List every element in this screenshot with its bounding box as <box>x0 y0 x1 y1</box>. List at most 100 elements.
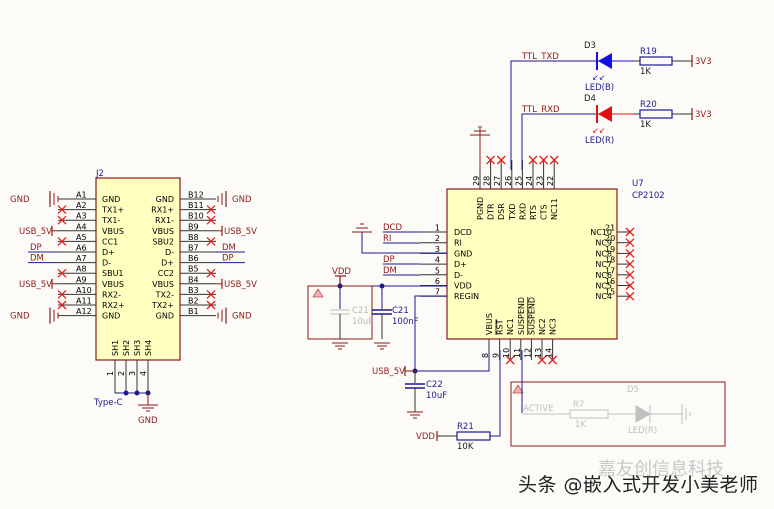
svg-text:NC8: NC8 <box>595 249 612 258</box>
svg-text:A7: A7 <box>76 254 87 263</box>
resistor-r20[interactable]: R20 1K 3V3 <box>634 100 712 130</box>
svg-text:5: 5 <box>435 266 440 275</box>
no-connect-icon <box>505 355 515 365</box>
svg-text:TX1-: TX1- <box>101 216 120 225</box>
gnd-label: GND <box>10 195 30 205</box>
watermark-ghost: 嘉友创信息科技 <box>598 459 724 480</box>
svg-text:D+: D+ <box>102 248 115 257</box>
d3-light-arrows-icon: ↙↙ <box>592 73 605 82</box>
svg-text:A9: A9 <box>76 275 87 284</box>
svg-text:TX1+: TX1+ <box>101 206 124 215</box>
gnd-symbol-pgnd <box>470 126 490 136</box>
no-connect-icon <box>496 155 506 165</box>
svg-text:RX1+: RX1+ <box>151 206 174 215</box>
svg-text:GND: GND <box>156 195 174 204</box>
u7-part: CP2102 <box>632 191 665 201</box>
resistor-r19[interactable]: R19 1K 3V3 <box>634 47 712 77</box>
svg-text:VBUS: VBUS <box>102 280 124 289</box>
no-connect-icon <box>206 289 216 299</box>
svg-text:20: 20 <box>605 234 615 243</box>
r20-supply: 3V3 <box>695 110 712 120</box>
svg-text:B7: B7 <box>188 244 199 253</box>
d5-value: LED(R) <box>628 426 657 436</box>
no-connect-icon <box>625 291 635 301</box>
net-dcd: DCD <box>383 223 402 233</box>
gnd-symbol-pin3 <box>352 223 372 233</box>
svg-text:NC3: NC3 <box>549 318 558 335</box>
no-connect-icon <box>537 355 547 365</box>
capacitor-c22[interactable] <box>405 371 425 412</box>
svg-text:B12: B12 <box>188 191 204 200</box>
svg-text:PGND: PGND <box>476 197 485 220</box>
svg-text:DCD: DCD <box>454 228 472 237</box>
no-connect-icon <box>625 248 635 258</box>
svg-text:16: 16 <box>605 277 615 286</box>
j2-shield-gnd-label: GND <box>138 416 158 426</box>
r21-designator: R21 <box>457 422 474 432</box>
svg-text:A3: A3 <box>76 212 87 221</box>
svg-text:B4: B4 <box>188 275 199 284</box>
net-ttl-txd: TTL_TXD <box>521 52 559 62</box>
svg-text:NC9: NC9 <box>595 239 612 248</box>
led-d4[interactable]: D4 LED(R) ↙↙ <box>584 94 634 146</box>
svg-text:14: 14 <box>545 348 554 358</box>
svg-text:REGIN: REGIN <box>454 292 479 301</box>
svg-text:VBUS: VBUS <box>152 227 174 236</box>
no-connect-icon <box>206 215 216 225</box>
svg-text:D-: D- <box>454 271 463 280</box>
svg-text:GND: GND <box>156 312 174 321</box>
usb5v-label-c22: USB_5V <box>372 367 405 377</box>
capacitor-c21[interactable] <box>372 286 392 339</box>
svg-text:USB_5V: USB_5V <box>19 280 52 290</box>
svg-text:24: 24 <box>525 176 534 186</box>
svg-text:A6: A6 <box>76 244 87 253</box>
u7-pin-12: 12 SUSPEND <box>523 297 536 360</box>
svg-text:17: 17 <box>605 266 615 275</box>
svg-text:NC2: NC2 <box>538 318 547 335</box>
resistor-r21[interactable] <box>437 350 501 441</box>
capacitor-c21-disabled[interactable] <box>330 286 350 339</box>
no-connect-icon <box>57 205 67 215</box>
svg-text:12: 12 <box>523 348 532 358</box>
led-d3[interactable]: D3 LED(B) ↙↙ <box>584 41 634 93</box>
net-ri: RI <box>383 234 391 244</box>
svg-text:RXD: RXD <box>518 203 527 220</box>
disabled-active-circuit[interactable] <box>522 404 691 424</box>
svg-text:NC11: NC11 <box>550 198 559 220</box>
r20-value: 1K <box>640 120 651 130</box>
no-connect-icon <box>206 205 216 215</box>
svg-text:RX1-: RX1- <box>155 216 174 225</box>
svg-text:VDD: VDD <box>454 282 472 291</box>
c22-designator: C22 <box>426 380 443 390</box>
gnd-label: GND <box>232 312 252 322</box>
svg-text:A10: A10 <box>76 286 92 295</box>
svg-text:1: 1 <box>106 371 115 376</box>
svg-text:SBU2: SBU2 <box>152 237 174 246</box>
svg-text:SUSPEND: SUSPEND <box>527 297 536 335</box>
svg-text:NC6: NC6 <box>595 271 612 280</box>
r20-designator: R20 <box>640 100 657 110</box>
u7-top-pins: 29PGND28DTR27DSR26TXD25RXD24RTS23CTS22NC… <box>472 155 559 221</box>
svg-text:DM: DM <box>222 243 236 253</box>
